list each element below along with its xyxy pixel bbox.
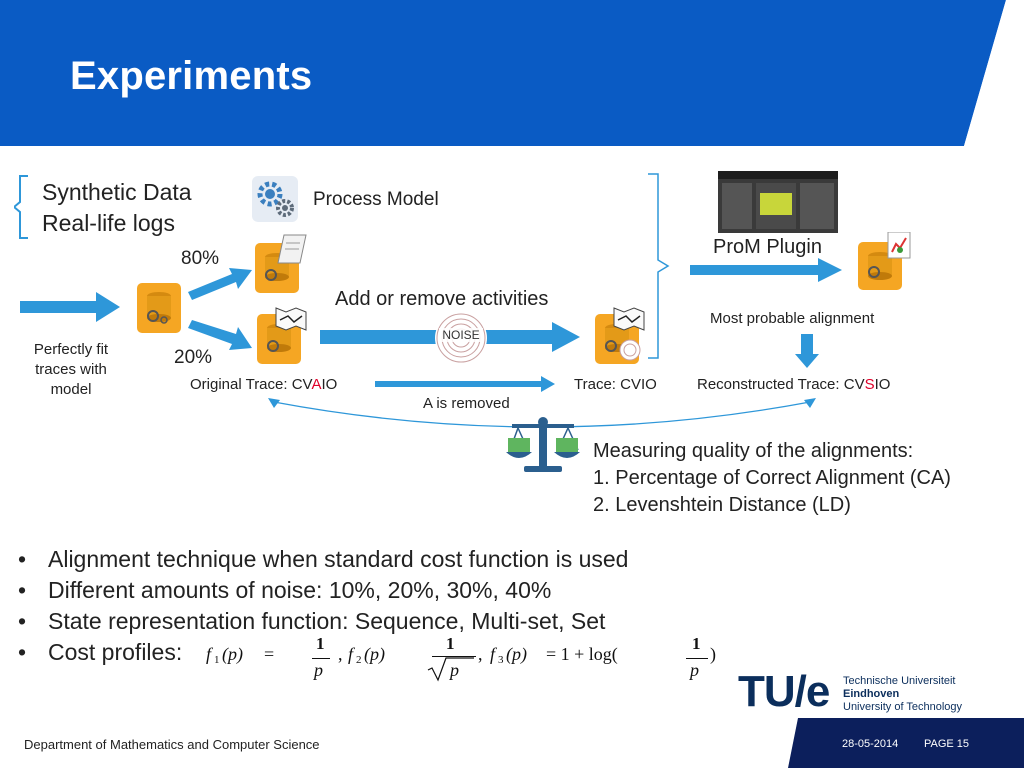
slide-title: Experiments <box>70 54 313 98</box>
reconstructed-prefix: Reconstructed Trace: CV <box>697 376 865 393</box>
tue-logo-text: Technische Universiteit Eindhoven Univer… <box>843 675 962 714</box>
formula-arg1: (p) <box>222 644 243 664</box>
formula-num3: 1 <box>692 634 701 653</box>
formula-comma1: , <box>338 644 343 664</box>
formula-bar2 <box>432 656 476 657</box>
cost-profile-formula: f 1 (p) = 1 p , f 2 (p) 1 p , f 3 (p) = … <box>206 634 726 684</box>
right-bracket <box>648 173 670 359</box>
measuring-item-ld: 2. Levenshtein Distance (LD) <box>593 494 851 516</box>
formula-sub1: 1 <box>214 654 220 666</box>
formula-num1: 1 <box>316 634 325 653</box>
perfectly-fit-line1: Perfectly fit <box>33 341 109 358</box>
tue-logo-mark: TU/e <box>738 667 830 716</box>
formula-eq1: = <box>264 644 275 664</box>
formula-arg2: (p) <box>364 644 385 664</box>
formula-num2: 1 <box>446 634 455 653</box>
formula-bar1 <box>312 658 330 659</box>
bullet-item: Cost profiles: <box>18 639 628 670</box>
original-trace-highlight: A <box>311 376 322 393</box>
bullet-item: Alignment technique when standard cost f… <box>18 546 628 577</box>
reconstructed-suffix: IO <box>874 376 891 393</box>
measuring-block: Measuring quality of the alignments: 1. … <box>593 438 951 519</box>
footer-department: Department of Mathematics and Computer S… <box>24 737 320 752</box>
original-trace-prefix: Original Trace: CV <box>190 376 312 393</box>
bullet-item: Different amounts of noise: 10%, 20%, 30… <box>18 577 628 608</box>
arrow-to-prom <box>690 258 842 282</box>
bullet-list: Alignment technique when standard cost f… <box>18 546 628 670</box>
log-database-icon <box>137 283 181 333</box>
process-model-label: Process Model <box>313 189 439 210</box>
formula-bar3 <box>686 658 708 659</box>
prom-plugin-label: ProM Plugin <box>713 236 822 258</box>
formula-f1: f <box>206 644 212 664</box>
arrow-up-right <box>188 268 252 300</box>
formula-f3: f <box>490 644 496 664</box>
reconstructed-highlight: S <box>864 376 875 393</box>
perfectly-fit-line2: traces with <box>35 361 107 378</box>
formula-den3: p <box>690 660 699 680</box>
arrow-down-right <box>188 320 252 350</box>
perfectly-fit-label: Perfectly fit traces with model <box>28 340 114 400</box>
footer-page-number: PAGE 15 <box>924 738 970 750</box>
formula-close: ) <box>710 644 716 664</box>
original-trace-suffix: IO <box>321 376 338 393</box>
source-synthetic: Synthetic Data <box>42 179 192 205</box>
tue-line2: Eindhoven <box>843 688 900 700</box>
prom-database-icon <box>858 232 911 290</box>
perfectly-fit-line3: model <box>50 381 92 398</box>
prom-screenshot <box>718 171 838 233</box>
formula-comma2: , <box>478 644 483 664</box>
formula-den2: p <box>450 660 459 680</box>
source-bracket <box>14 175 28 239</box>
source-reallife: Real-life logs <box>42 210 175 236</box>
pct-20-label: 20% <box>174 347 213 368</box>
tue-line3: University of Technology <box>843 701 963 713</box>
formula-f2: f <box>348 644 354 664</box>
pct-80-label: 80% <box>181 248 220 269</box>
formula-den1: p <box>314 660 323 680</box>
trace-database-icon <box>257 307 307 364</box>
trace-arrow <box>375 376 555 392</box>
scale-icon <box>506 417 580 472</box>
measuring-item-ca: 1. Percentage of Correct Alignment (CA) <box>593 467 951 489</box>
tue-line1: Technische Universiteit <box>843 675 956 687</box>
model-database-icon <box>255 234 307 293</box>
header-band <box>0 0 1024 146</box>
a-removed-label: A is removed <box>423 395 510 412</box>
original-trace-label: Original Trace: CVAIO <box>190 376 337 393</box>
footer-date: 28-05-2014 <box>842 738 899 750</box>
formula-tail: = 1 + log( <box>546 644 618 664</box>
input-arrow <box>20 292 120 322</box>
noisy-trace-database-icon <box>595 307 645 364</box>
most-probable-label: Most probable alignment <box>710 310 875 327</box>
trace-cvio-label: Trace: CVIO <box>574 376 657 393</box>
sqrt-symbol <box>427 657 474 682</box>
measuring-heading: Measuring quality of the alignments: <box>593 440 914 462</box>
add-remove-label: Add or remove activities <box>335 288 549 310</box>
noise-label: NOISE <box>439 328 483 342</box>
down-arrow <box>795 334 819 368</box>
formula-sub3: 3 <box>498 654 504 666</box>
reconstructed-trace-label: Reconstructed Trace: CVSIO <box>697 376 890 393</box>
gear-icon <box>252 176 298 222</box>
formula-arg3: (p) <box>506 644 527 664</box>
bullet-item: State representation function: Sequence,… <box>18 608 628 639</box>
formula-sub2: 2 <box>356 654 362 666</box>
